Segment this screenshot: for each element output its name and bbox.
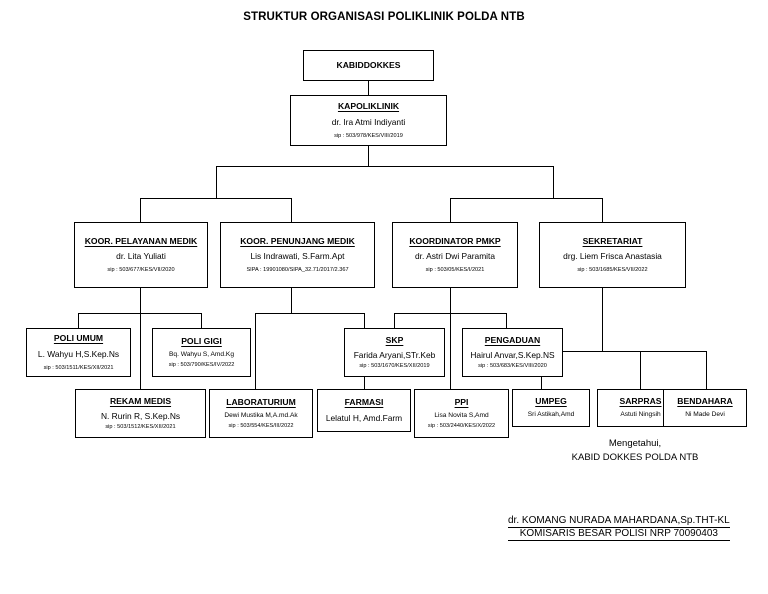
- connector-sekretariat-bus: [541, 351, 707, 353]
- connector-drop-bendahara: [706, 351, 708, 389]
- connector-right-subbus: [450, 198, 603, 200]
- node-koordinator-pmkp-name: dr. Astri Dwi Paramita: [414, 251, 496, 262]
- connector-drop-sarpras: [640, 351, 642, 389]
- node-penunjang-medik-sip: SIPA : 19901080/SIPA_32.71/2017/2.367: [246, 267, 349, 274]
- node-laboraturium[interactable]: LABORATURIUM Dewi Mustika M,A.md.Ak sip …: [209, 389, 313, 438]
- connector-drop-pmkp: [450, 198, 452, 222]
- connector-drop-skp: [394, 313, 396, 328]
- node-kapoliklinik-header: KAPOLIKLINIK: [337, 101, 400, 112]
- node-kabiddokkes-header: KABIDDOKKES: [336, 60, 401, 71]
- node-kapoliklinik[interactable]: KAPOLIKLINIK dr. Ira Atmi Indiyanti sip …: [290, 95, 447, 146]
- node-poli-umum-header: POLI UMUM: [53, 333, 104, 344]
- node-sarpras-header: SARPRAS: [619, 396, 662, 407]
- node-sekretariat[interactable]: SEKRETARIAT drg. Liem Frisca Anastasia s…: [539, 222, 686, 288]
- node-umpeg-name: Sri Astikah,Amd: [527, 411, 575, 419]
- node-pelayanan-medik-header: KOOR. PELAYANAN MEDIK: [84, 235, 198, 246]
- connector-drop-pelayanan: [140, 198, 142, 222]
- node-pengaduan-header: PENGADUAN: [484, 334, 541, 345]
- node-poli-umum-name: L. Wahyu H,S.Kep.Ns: [37, 348, 120, 359]
- connector-sekretariat-stem: [602, 288, 604, 352]
- acknowledgement-line-2: KABID DOKKES POLDA NTB: [571, 451, 699, 463]
- connector-penunjang-bus: [255, 313, 365, 315]
- connector-drop-sekretariat: [602, 198, 604, 222]
- node-ppi-name: Lisa Novita S,Amd: [434, 412, 489, 420]
- node-sekretariat-name: drg. Liem Frisca Anastasia: [563, 251, 662, 262]
- node-pengaduan-sip: sip : 503/683/KES/VIII/2020: [478, 363, 547, 370]
- node-penunjang-medik-header: KOOR. PENUNJANG MEDIK: [240, 235, 355, 246]
- node-koordinator-pmkp[interactable]: KOORDINATOR PMKP dr. Astri Dwi Paramita …: [392, 222, 518, 288]
- node-ppi-header: PPI: [454, 397, 469, 408]
- node-pengaduan[interactable]: PENGADUAN Hairul Anvar,S.Kep.NS sip : 50…: [462, 328, 563, 377]
- connector-drop-penunjang: [291, 198, 293, 222]
- node-penunjang-medik-name: Lis Indrawati, S.Farm.Apt: [250, 251, 345, 262]
- node-poli-gigi-header: POLI GIGI: [181, 336, 222, 347]
- node-penunjang-medik[interactable]: KOOR. PENUNJANG MEDIK Lis Indrawati, S.F…: [220, 222, 375, 288]
- node-bendahara[interactable]: BENDAHARA Ni Made Devi: [663, 389, 747, 427]
- node-rekam-medis-name: N. Rurin R, S.Kep.Ns: [100, 411, 181, 422]
- node-farmasi[interactable]: FARMASI Lelatul H, Amd.Farm: [317, 389, 411, 432]
- connector-drop-poli-gigi: [201, 313, 203, 328]
- node-rekam-medis[interactable]: REKAM MEDIS N. Rurin R, S.Kep.Ns sip : 5…: [75, 389, 206, 438]
- node-pengaduan-name: Hairul Anvar,S.Kep.NS: [470, 350, 555, 361]
- node-pelayanan-medik-name: dr. Lita Yuliati: [116, 251, 166, 262]
- node-umpeg-header: UMPEG: [535, 396, 567, 407]
- connector-drop-ppi: [450, 288, 452, 389]
- node-skp[interactable]: SKP Farida Aryani,STr.Keb sip : 503/1670…: [344, 328, 445, 377]
- node-sekretariat-header: SEKRETARIAT: [582, 235, 643, 246]
- connector-penunjang-stem: [291, 288, 293, 314]
- node-farmasi-name: Lelatul H, Amd.Farm: [325, 412, 403, 423]
- acknowledgement-line-1: Mengetahui,: [608, 438, 662, 449]
- node-laboraturium-name: Dewi Mustika M,A.md.Ak: [224, 412, 298, 420]
- node-sarpras-name: Astuti Ningsih: [620, 411, 661, 419]
- connector-main-bus: [216, 166, 554, 168]
- node-skp-name: Farida Aryani,STr.Keb: [353, 350, 436, 361]
- node-pelayanan-medik[interactable]: KOOR. PELAYANAN MEDIK dr. Lita Yuliati s…: [74, 222, 208, 288]
- signature-block: dr. KOMANG NURADA MAHARDANA,Sp.THT-KL KO…: [508, 515, 730, 541]
- node-poli-umum-sip: sip : 503/1511/KES/XII/2021: [43, 364, 114, 371]
- node-farmasi-header: FARMASI: [344, 397, 384, 408]
- node-poli-umum[interactable]: POLI UMUM L. Wahyu H,S.Kep.Ns sip : 503/…: [26, 328, 131, 377]
- node-pelayanan-medik-sip: sip : 503/677/KES/VII/2020: [107, 267, 175, 274]
- connector-right-branch-drop: [553, 166, 555, 199]
- node-umpeg[interactable]: UMPEG Sri Astikah,Amd: [512, 389, 590, 427]
- connector-kapoliklinik-stem: [368, 145, 370, 167]
- node-rekam-medis-sip: sip : 503/1512/KES/XII/2021: [105, 424, 176, 431]
- node-ppi[interactable]: PPI Lisa Novita S,Amd sip : 503/2440/KES…: [414, 389, 509, 438]
- connector-left-branch-drop: [216, 166, 218, 199]
- node-laboraturium-sip: sip : 503/554/KES/III/2022: [228, 422, 294, 429]
- page-title: STRUKTUR ORGANISASI POLIKLINIK POLDA NTB: [243, 11, 525, 23]
- node-skp-header: SKP: [385, 334, 404, 345]
- node-bendahara-header: BENDAHARA: [677, 396, 733, 407]
- signer-rank: KOMISARIS BESAR POLISI NRP 70090403: [508, 528, 730, 541]
- node-koordinator-pmkp-sip: sip : 503/05/KES/I/2021: [425, 267, 485, 274]
- node-poli-gigi[interactable]: POLI GIGI Bq. Wahyu S, Amd.Kg sip : 503/…: [152, 328, 251, 377]
- connector-drop-poli-umum: [78, 313, 80, 328]
- node-kapoliklinik-name: dr. Ira Atmi Indiyanti: [331, 116, 406, 127]
- node-koordinator-pmkp-header: KOORDINATOR PMKP: [409, 235, 501, 246]
- node-rekam-medis-header: REKAM MEDIS: [109, 395, 172, 406]
- acknowledgement-block: Mengetahui, KABID DOKKES POLDA NTB: [520, 437, 750, 465]
- node-poli-gigi-name: Bq. Wahyu S, Amd.Kg: [169, 351, 234, 359]
- signer-name: dr. KOMANG NURADA MAHARDANA,Sp.THT-KL: [508, 515, 730, 528]
- node-bendahara-name: Ni Made Devi: [685, 411, 725, 419]
- node-skp-sip: sip : 503/1670/KES/XII/2019: [359, 363, 430, 370]
- node-laboraturium-header: LABORATURIUM: [226, 397, 296, 408]
- node-kabiddokkes[interactable]: KABIDDOKKES: [303, 50, 434, 81]
- node-sekretariat-sip: sip : 503/1685/KES/VII/2022: [577, 267, 648, 274]
- connector-drop-pengaduan: [506, 313, 508, 328]
- node-ppi-sip: sip : 503/2440/KES/X/2022: [427, 422, 496, 429]
- connector-left-subbus: [140, 198, 292, 200]
- connector-kabiddokkes-kapoliklinik: [368, 80, 370, 95]
- connector-drop-laboraturium: [255, 313, 257, 389]
- node-poli-gigi-sip: sip : 503/790/KES/IV/2022: [168, 361, 235, 368]
- node-kapoliklinik-sip: sip : 503/978/KES/VIII/2019: [334, 132, 403, 139]
- connector-drop-rekam-medis: [140, 288, 142, 389]
